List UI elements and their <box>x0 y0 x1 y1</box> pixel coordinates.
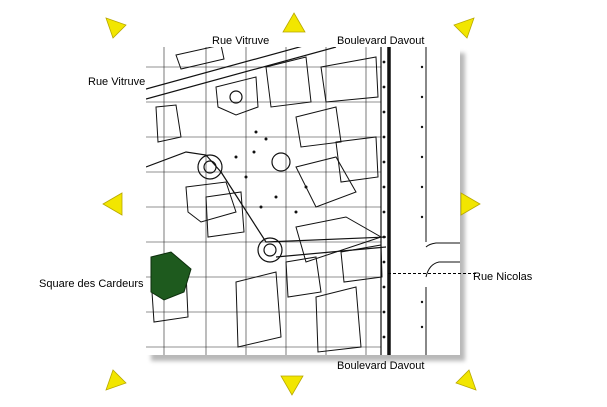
label-rue-vitruve-top: Rue Vitruve <box>212 35 270 47</box>
trees <box>234 130 308 214</box>
cadastral-map <box>146 47 460 355</box>
roundabouts <box>197 90 291 263</box>
street-south <box>220 171 387 258</box>
arrow-right-icon <box>460 192 481 216</box>
boulevard-markers <box>382 60 424 339</box>
building-outlines <box>150 47 383 353</box>
boulevard-davout <box>380 47 460 355</box>
square-des-cardeurs-park <box>150 251 192 301</box>
rue-nicolas-leader-line <box>388 273 476 274</box>
arrow-left-icon <box>102 192 123 216</box>
arrow-up-icon <box>282 12 306 33</box>
nav-arrow-north[interactable] <box>280 10 308 38</box>
arrow-down-icon <box>280 375 304 396</box>
nav-arrow-south-west[interactable] <box>102 366 130 394</box>
arrow-up-left-icon <box>105 17 127 39</box>
nav-arrow-north-east[interactable] <box>450 14 478 42</box>
arrow-up-right-icon <box>453 17 475 39</box>
nav-arrow-east[interactable] <box>455 190 483 218</box>
map-panel[interactable] <box>146 47 460 355</box>
nav-arrow-west[interactable] <box>100 190 128 218</box>
label-boulevard-davout-bottom: Boulevard Davout <box>337 360 425 372</box>
label-square-des-cardeurs: Square des Cardeurs <box>39 278 144 290</box>
map-grid <box>146 47 381 355</box>
nav-arrow-south-east[interactable] <box>452 366 480 394</box>
label-boulevard-davout-top: Boulevard Davout <box>337 35 425 47</box>
arrow-down-right-icon <box>455 369 477 391</box>
label-rue-nicolas: Rue Nicolas <box>473 271 533 283</box>
arrow-down-left-icon <box>105 369 127 391</box>
label-rue-vitruve-left: Rue Vitruve <box>88 76 146 88</box>
nav-arrow-north-west[interactable] <box>102 14 130 42</box>
nav-arrow-south[interactable] <box>278 370 306 398</box>
street-rue-vitruve <box>146 47 337 173</box>
